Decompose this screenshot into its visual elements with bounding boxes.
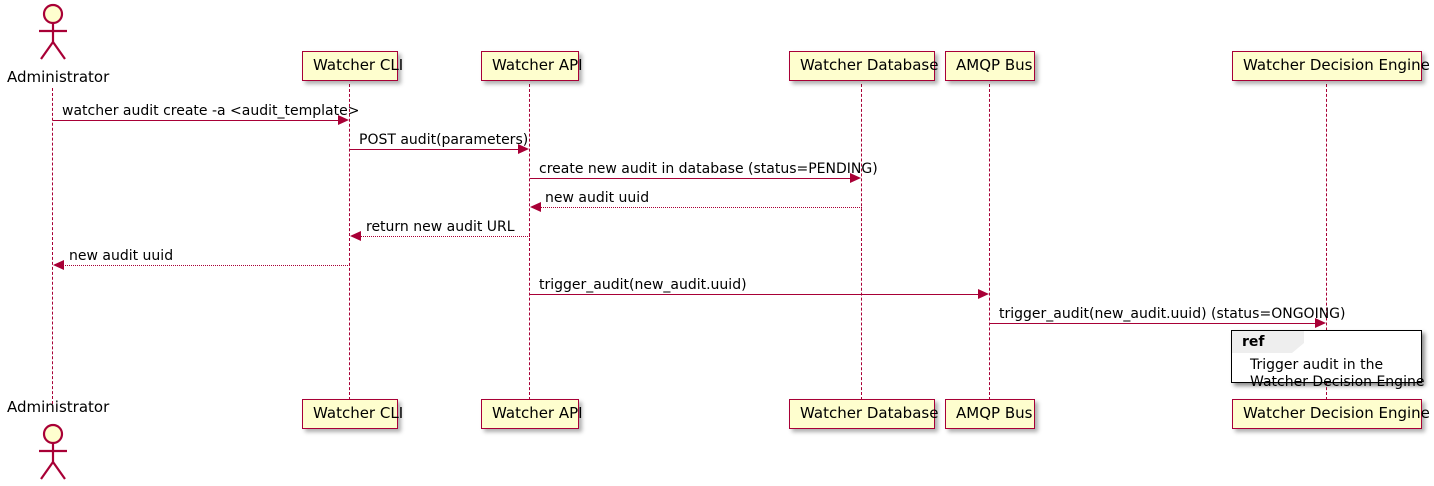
participant-watcher-database-top[interactable]: Watcher Database [789, 51, 938, 81]
arrowhead-post-audit [518, 144, 529, 154]
avatar-administrator-bottom [36, 423, 70, 480]
message-label-new-audit-uuid-db: new audit uuid [545, 190, 650, 206]
message-line-watcher-audit-create [53, 120, 340, 121]
ref-fragment-text-line-1: Trigger audit in the [1250, 357, 1384, 373]
participant-label-administrator-bottom: Administrator [7, 398, 110, 416]
arrowhead-return-new-audit-url [350, 231, 361, 241]
message-label-new-audit-uuid-cli: new audit uuid [69, 248, 174, 264]
message-label-create-new-audit: create new audit in database (status=PEN… [539, 161, 878, 177]
ref-fragment-tab-label: ref [1242, 334, 1265, 350]
participant-watcher-cli-bottom[interactable]: Watcher CLI [302, 399, 403, 429]
lifeline-amqp-bus [989, 84, 990, 400]
message-label-watcher-audit-create: watcher audit create -a <audit_template> [62, 103, 360, 119]
lifeline-watcher-database [861, 84, 862, 400]
message-line-post-audit [350, 149, 520, 150]
message-line-trigger-audit [530, 294, 980, 295]
participant-amqp-bus-top[interactable]: AMQP Bus [945, 51, 1035, 81]
participant-watcher-api-bottom[interactable]: Watcher API [481, 399, 583, 429]
message-line-trigger-audit-ongoing [990, 323, 1317, 324]
participant-watcher-decision-engine-top[interactable]: Watcher Decision Engine [1232, 51, 1430, 81]
participant-amqp-bus-bottom[interactable]: AMQP Bus [945, 399, 1035, 429]
lifeline-administrator [52, 88, 53, 404]
participant-label-administrator-top: Administrator [7, 68, 110, 86]
arrowhead-trigger-audit [978, 289, 989, 299]
participant-watcher-database-bottom[interactable]: Watcher Database [789, 399, 938, 429]
ref-fragment-text: Trigger audit in the Watcher Decision En… [1250, 357, 1424, 391]
message-label-post-audit: POST audit(parameters) [359, 132, 529, 148]
arrowhead-new-audit-uuid-cli [53, 260, 64, 270]
ref-fragment-text-line-2: Watcher Decision Engine [1250, 374, 1425, 390]
arrowhead-trigger-audit-ongoing [1315, 318, 1326, 328]
avatar-administrator-top [36, 3, 70, 60]
participant-watcher-api-top[interactable]: Watcher API [481, 51, 583, 81]
participant-watcher-decision-engine-bottom[interactable]: Watcher Decision Engine [1232, 399, 1430, 429]
lifeline-watcher-cli [349, 84, 350, 400]
arrowhead-create-new-audit [850, 173, 861, 183]
participant-watcher-cli-top[interactable]: Watcher CLI [302, 51, 403, 81]
ref-fragment: ref Trigger audit in the Watcher Decisio… [1231, 330, 1424, 390]
arrowhead-new-audit-uuid-db [530, 202, 541, 212]
message-label-return-new-audit-url: return new audit URL [366, 219, 515, 235]
arrowhead-watcher-audit-create [338, 115, 349, 125]
message-line-create-new-audit [530, 178, 852, 179]
message-label-trigger-audit: trigger_audit(new_audit.uuid) [539, 277, 747, 293]
lifeline-watcher-api [529, 84, 530, 400]
message-line-new-audit-uuid-db [540, 207, 862, 208]
message-line-new-audit-uuid-cli [63, 265, 350, 266]
ref-fragment-tab [1232, 331, 1304, 353]
message-label-trigger-audit-ongoing: trigger_audit(new_audit.uuid) (status=ON… [999, 306, 1346, 322]
lifeline-watcher-decision-engine [1326, 84, 1327, 400]
message-line-return-new-audit-url [360, 236, 530, 237]
